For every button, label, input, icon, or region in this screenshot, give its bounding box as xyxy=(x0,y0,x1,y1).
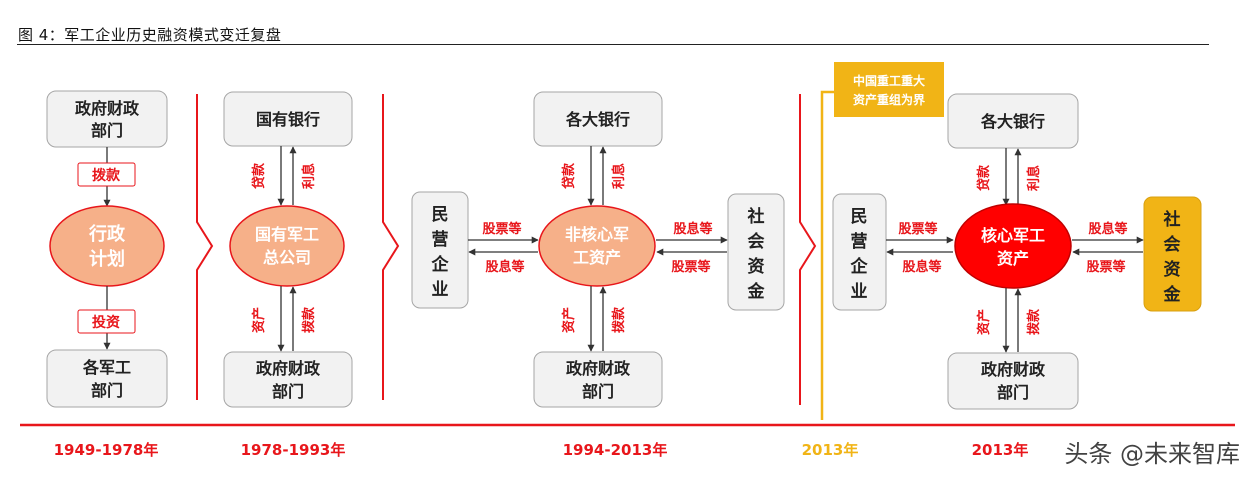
phase4-left-box-c3: 企 xyxy=(850,256,869,277)
period-2: 1978-1993年 xyxy=(241,441,346,459)
phase2-top-box xyxy=(223,91,353,147)
phase4-left-box-c4: 业 xyxy=(851,282,868,302)
phase1-top-box-line1: 政府财政 xyxy=(75,99,140,118)
boundary-note-line1: 中国重工重大 xyxy=(853,73,925,88)
phase3-up-left: 贷款 xyxy=(561,162,577,189)
phase3-bottom-box-line2: 部门 xyxy=(582,382,614,401)
phase2-circle-line1: 国有军工 xyxy=(255,225,319,244)
phase4-down-left: 资产 xyxy=(976,309,992,335)
phase3-bottom-box xyxy=(533,351,663,408)
separator-3 xyxy=(799,94,817,405)
watermark: 头条 @未来智库 xyxy=(1064,440,1240,468)
phase4-top-box-label: 各大银行 xyxy=(980,112,1045,131)
phase3-left-top: 股票等 xyxy=(482,221,521,237)
phase3-left-box-c1: 民 xyxy=(432,205,449,225)
phase4-right-box-c3: 资 xyxy=(1164,259,1181,280)
figure-title: 图 4：军工企业历史融资模式变迁复盘 xyxy=(18,26,282,44)
phase4-left-box-c1: 民 xyxy=(851,207,868,227)
boundary-note-box xyxy=(834,62,944,117)
phase2-down-right: 拨款 xyxy=(301,306,317,333)
phase3-left-box-c4: 业 xyxy=(432,280,449,300)
phase1-bottom-tag-box xyxy=(77,309,136,334)
phase4-left-top: 股票等 xyxy=(898,221,937,237)
phase1-bottom-box xyxy=(46,349,168,408)
phase4-right-box-c1: 社 xyxy=(1163,209,1181,230)
phase2-circle xyxy=(229,205,345,287)
phase1-bottom-box-line1: 各军工 xyxy=(82,358,131,377)
phase4-bottom-box-line1: 政府财政 xyxy=(981,360,1046,379)
phase3-right-box-c4: 金 xyxy=(747,281,766,302)
phase-2: 国有银行 贷款 利息 国有军工 总公司 资产 拨款 政府财政 部门 xyxy=(223,91,353,408)
phase2-bottom-box xyxy=(223,351,353,408)
phase1-circle xyxy=(49,205,165,287)
phase-1: 政府财政 部门 拨款 行政 计划 投资 各军工 部门 xyxy=(46,90,168,408)
phase4-circle-line1: 核心军工 xyxy=(981,226,1045,245)
phase3-bottom-box-line1: 政府财政 xyxy=(566,359,631,378)
phase3-left-box xyxy=(411,191,469,309)
phase1-circle-line1: 行政 xyxy=(88,223,126,245)
phase3-circle xyxy=(538,205,656,287)
phase4-circle-line2: 资产 xyxy=(997,249,1029,268)
phase4-up-left: 贷款 xyxy=(976,164,992,191)
phase4-right-box-c2: 会 xyxy=(1164,234,1181,255)
phase3-left-box-c2: 营 xyxy=(432,229,449,250)
phase1-bottom-tag: 投资 xyxy=(92,314,120,331)
period-boundary: 2013年 xyxy=(802,441,859,459)
phase4-left-bottom: 股息等 xyxy=(902,259,941,275)
phase2-circle-line2: 总公司 xyxy=(263,248,311,267)
separator-1 xyxy=(196,94,214,400)
phase2-up-left: 贷款 xyxy=(251,162,267,189)
phase1-top-tag: 拨款 xyxy=(92,167,121,184)
period-1: 1949-1978年 xyxy=(54,441,159,459)
boundary-note: 中国重工重大 资产重组为界 xyxy=(834,62,944,117)
phase4-up-right: 利息 xyxy=(1026,165,1042,191)
phase4-right-box-c4: 金 xyxy=(1163,284,1182,305)
phase4-core-circle xyxy=(954,203,1072,289)
boundary-line xyxy=(820,90,834,420)
phase3-right-box-c1: 社 xyxy=(747,206,765,227)
phase3-right-top: 股息等 xyxy=(673,221,712,237)
phase3-up-right: 利息 xyxy=(611,163,627,189)
phase-separators xyxy=(196,90,834,420)
period-4: 2013年 xyxy=(972,441,1029,459)
phase-4: 各大银行 贷款 利息 民 营 企 业 股票等 股息等 核心军工 资产 股息等 股… xyxy=(832,93,1202,410)
phase1-top-tag-box xyxy=(77,162,136,187)
phase2-top-box-label: 国有银行 xyxy=(256,110,320,129)
phase3-top-box xyxy=(533,91,663,147)
phase3-right-box xyxy=(727,193,785,311)
phase4-left-box-c2: 营 xyxy=(851,231,868,252)
phase3-left-bottom: 股息等 xyxy=(485,259,524,275)
phase4-bottom-box-line2: 部门 xyxy=(997,383,1029,402)
phase1-top-box-line2: 部门 xyxy=(91,121,123,140)
timeline: 1949-1978年 1978-1993年 1994-2013年 2013年 2… xyxy=(20,423,1235,459)
phase3-right-box-c3: 资 xyxy=(748,256,765,277)
title-rule xyxy=(17,44,1209,45)
phase4-down-right: 拨款 xyxy=(1026,308,1042,335)
phase4-left-box xyxy=(832,193,887,311)
phase3-down-right: 拨款 xyxy=(611,306,627,333)
phase3-left-box-c3: 企 xyxy=(431,254,450,275)
phase3-right-bottom: 股票等 xyxy=(671,259,710,275)
phase-3: 各大银行 贷款 利息 民 营 企 业 股票等 股息等 非核心军 工资产 股息等 … xyxy=(411,91,785,408)
phase4-right-top: 股息等 xyxy=(1088,221,1127,237)
phase2-up-right: 利息 xyxy=(301,163,317,189)
phase2-down-left: 资产 xyxy=(251,307,267,333)
phase4-right-bottom: 股票等 xyxy=(1086,259,1125,275)
boundary-note-line2: 资产重组为界 xyxy=(853,92,925,107)
phase4-right-box xyxy=(1143,196,1202,312)
phase3-circle-line2: 工资产 xyxy=(573,248,621,267)
phase2-bottom-box-line1: 政府财政 xyxy=(256,359,321,378)
phase3-top-box-label: 各大银行 xyxy=(565,110,630,129)
phase1-bottom-box-line2: 部门 xyxy=(91,381,123,400)
phase1-circle-line2: 计划 xyxy=(89,248,125,270)
phase4-bottom-box xyxy=(947,352,1079,410)
period-3: 1994-2013年 xyxy=(563,441,668,459)
phase2-bottom-box-line2: 部门 xyxy=(272,382,304,401)
phase3-circle-line1: 非核心军 xyxy=(565,225,629,244)
separator-2 xyxy=(382,94,400,400)
phase3-right-box-c2: 会 xyxy=(748,231,765,252)
phase3-down-left: 资产 xyxy=(561,307,577,333)
phase4-top-box xyxy=(947,93,1079,149)
